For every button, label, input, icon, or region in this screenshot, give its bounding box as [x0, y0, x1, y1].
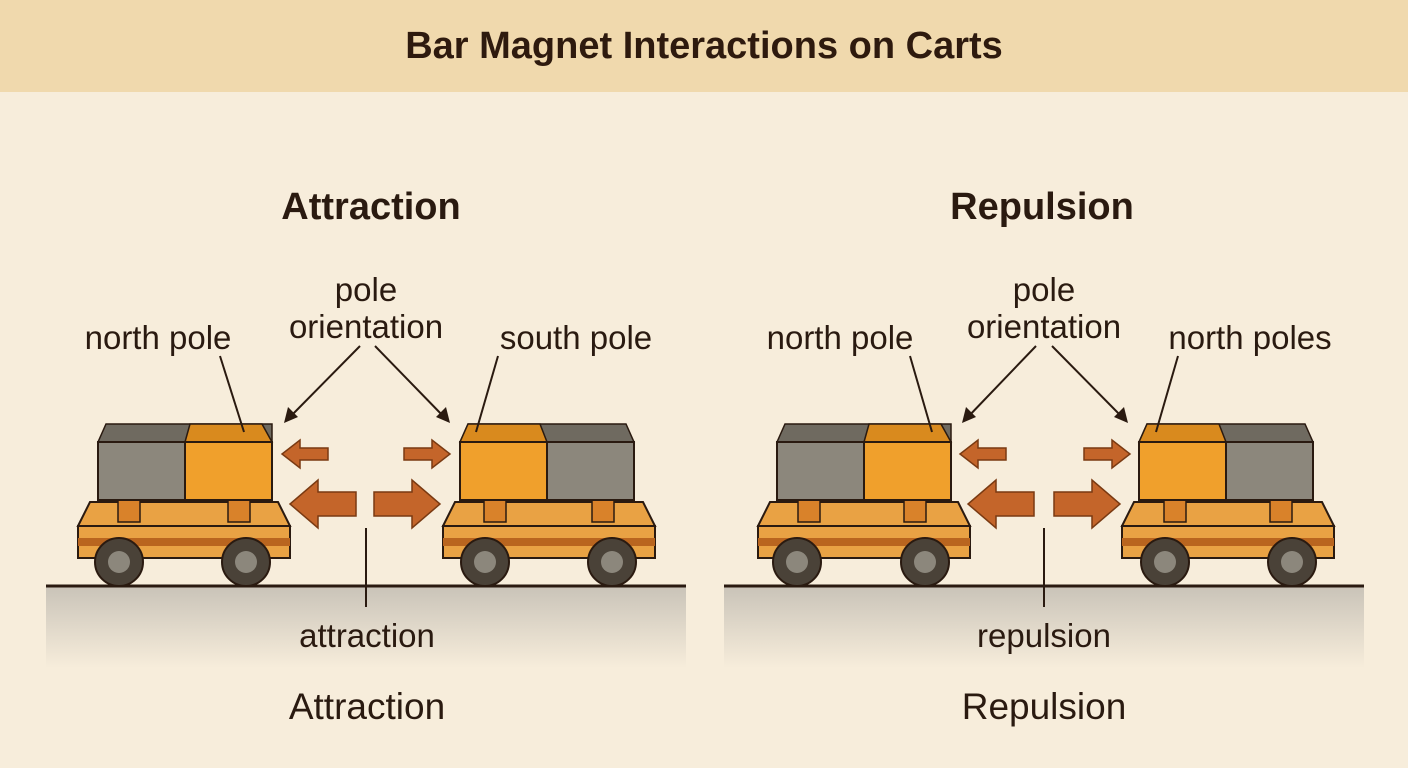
magnet-south-end: [459, 441, 548, 501]
wheel-icon: [900, 537, 950, 587]
right-pole-label: north poles: [1168, 319, 1332, 356]
panel-footer: Attraction: [288, 686, 446, 727]
attraction-panel: Attraction north pole pole orientation s…: [0, 92, 704, 768]
repulsion-illustration: [724, 345, 1364, 668]
left-cart: [76, 499, 292, 587]
left-pole-label: north pole: [766, 319, 914, 356]
right-bar-magnet: [1137, 423, 1315, 501]
magnet-north-end: [546, 441, 635, 501]
force-arrows: [280, 438, 452, 530]
right-pole-label: south pole: [499, 319, 653, 356]
wheel-icon: [772, 537, 822, 587]
wheel-icon: [460, 537, 510, 587]
right-cart: [441, 499, 657, 587]
pointer-lines: [909, 345, 1179, 607]
panel-heading: Repulsion: [950, 186, 1134, 228]
magnet-south-end: [97, 441, 186, 501]
small-arrow-right-icon: [403, 438, 452, 470]
wheel-icon: [221, 537, 271, 587]
attraction-illustration: [46, 345, 686, 668]
left-bar-magnet: [96, 423, 274, 501]
magnet-south-end: [776, 441, 865, 501]
wheel-icon: [94, 537, 144, 587]
magnet-north-end: [1138, 441, 1227, 501]
force-arrows: [958, 438, 1132, 530]
small-arrow-right-icon: [1083, 438, 1132, 470]
right-cart: [1120, 499, 1336, 587]
magnet-south-end: [1225, 441, 1314, 501]
interaction-label: repulsion: [977, 617, 1111, 654]
large-arrow-left-icon: [288, 478, 357, 530]
large-arrow-left-icon: [966, 478, 1035, 530]
left-pole-label: north pole: [84, 319, 232, 356]
pointer-lines: [219, 345, 499, 607]
left-bar-magnet: [775, 423, 953, 501]
left-cart: [756, 499, 972, 587]
interaction-label: attraction: [299, 617, 435, 654]
panel-heading: Attraction: [281, 186, 461, 228]
wheel-icon: [1267, 537, 1317, 587]
small-arrow-left-icon: [958, 438, 1007, 470]
pole-orientation-label: pole orientation: [288, 271, 444, 345]
small-arrow-left-icon: [280, 438, 329, 470]
panel-footer: Repulsion: [961, 686, 1127, 727]
large-arrow-right-icon: [373, 478, 442, 530]
pointer-arrowheads: [284, 407, 450, 423]
wheel-icon: [1140, 537, 1190, 587]
pole-orientation-label: pole orientation: [966, 271, 1122, 345]
magnet-north-end: [863, 441, 952, 501]
pointer-arrowheads: [962, 407, 1128, 423]
repulsion-panel: Repulsion north pole pole orientation no…: [704, 92, 1408, 768]
large-arrow-right-icon: [1053, 478, 1122, 530]
right-bar-magnet: [458, 423, 636, 501]
wheel-icon: [587, 537, 637, 587]
magnet-north-end: [184, 441, 273, 501]
title-banner: Bar Magnet Interactions on Carts: [0, 0, 1408, 92]
page-title: Bar Magnet Interactions on Carts: [405, 24, 1003, 67]
